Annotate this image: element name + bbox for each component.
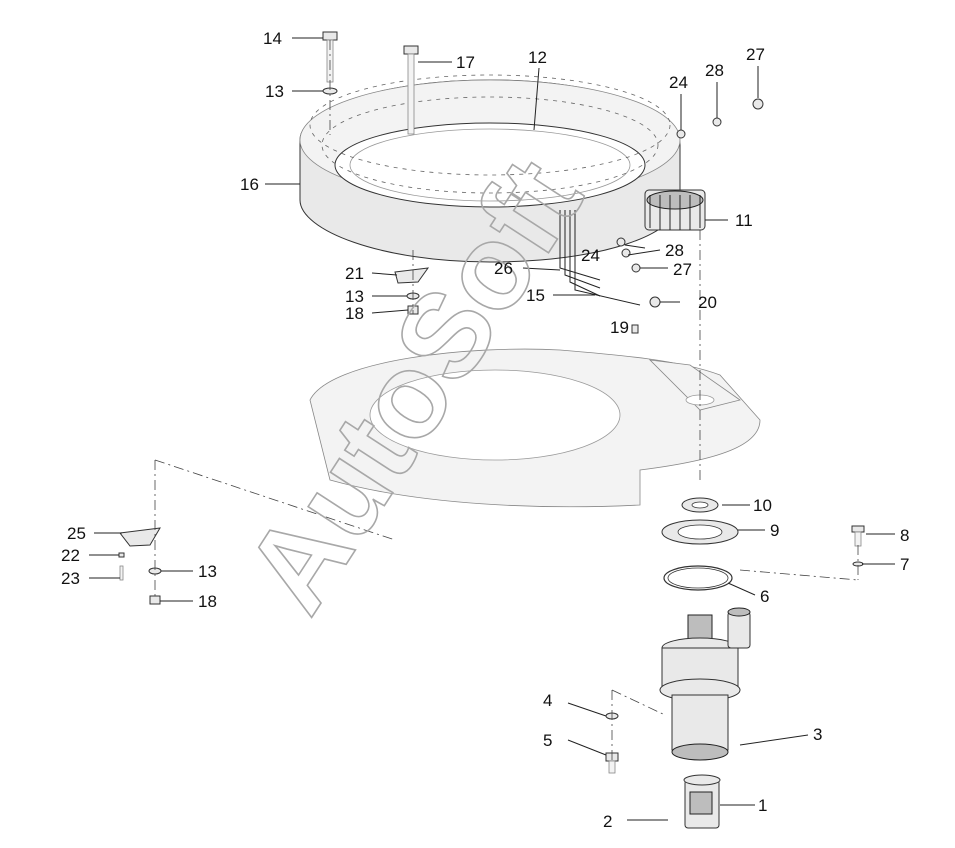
callout-4: 4 (543, 691, 552, 710)
swing-gearbox (659, 607, 751, 761)
callout-12: 12 (528, 48, 547, 67)
pinion-gear (644, 189, 706, 231)
callout-7: 7 (900, 555, 909, 574)
bracket-25-hardware (118, 527, 162, 605)
callout-28-middle: 28 (665, 241, 684, 260)
callout-26: 26 (494, 259, 513, 278)
callout-9: 9 (770, 521, 779, 540)
callout-27-top: 27 (746, 45, 765, 64)
callout-13-top: 13 (265, 82, 284, 101)
callout-21: 21 (345, 264, 364, 283)
washer-10 (681, 497, 719, 513)
callout-20: 20 (698, 293, 717, 312)
callout-2: 2 (603, 812, 612, 831)
callout-14: 14 (263, 29, 282, 48)
callout-5: 5 (543, 731, 552, 750)
callout-13-left: 13 (198, 562, 217, 581)
callout-18-middle: 18 (345, 304, 364, 323)
callout-3: 3 (813, 725, 822, 744)
gasket-6 (663, 565, 733, 591)
callout-24-top: 24 (669, 73, 688, 92)
callout-10: 10 (753, 496, 772, 515)
bolt-17 (403, 45, 419, 135)
callout-18-left: 18 (198, 592, 217, 611)
callout-27-middle: 27 (673, 260, 692, 279)
callout-8: 8 (900, 526, 909, 545)
callout-24-middle: 24 (581, 246, 600, 265)
bolt-5-washer-4 (605, 712, 619, 774)
turntable-frame (309, 348, 761, 508)
grease-lines (559, 210, 641, 306)
slewing-ring (299, 74, 681, 263)
callout-16: 16 (240, 175, 259, 194)
callout-28-top: 28 (705, 61, 724, 80)
callout-13-middle: 13 (345, 287, 364, 306)
callout-6: 6 (760, 587, 769, 606)
callout-17: 17 (456, 53, 475, 72)
grease-fittings (616, 98, 764, 334)
leader-lines (89, 37, 895, 821)
callout-22: 22 (61, 546, 80, 565)
centre-lines (154, 40, 859, 760)
callout-11: 11 (735, 211, 753, 230)
hydraulic-motor (683, 774, 721, 829)
seal-9 (661, 519, 739, 545)
callout-25: 25 (67, 524, 86, 543)
callout-1: 1 (758, 796, 767, 815)
callout-15: 15 (526, 286, 545, 305)
callout-19: 19 (610, 318, 629, 337)
callout-labels: 1 2 3 4 5 6 7 8 9 10 11 12 13 13 13 14 1… (61, 29, 909, 831)
callout-23: 23 (61, 569, 80, 588)
